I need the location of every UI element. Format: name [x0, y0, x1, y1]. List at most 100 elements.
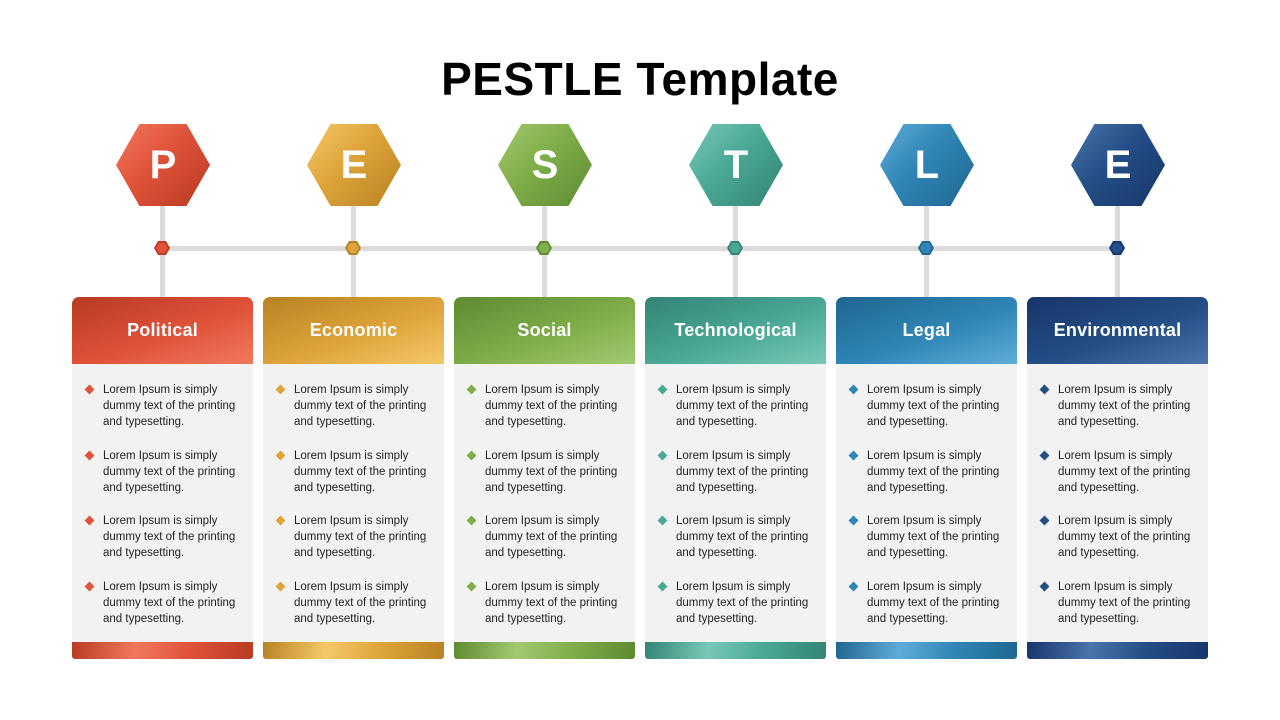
- timeline-node-fill: [1111, 243, 1123, 253]
- diamond-bullet-icon: [275, 515, 286, 526]
- diamond-bullet-icon: [848, 450, 859, 461]
- hexagon-icon: P: [116, 124, 210, 206]
- bullet-text: Lorem Ipsum is simply dummy text of the …: [867, 450, 1000, 494]
- diamond-bullet-icon: [84, 581, 95, 592]
- bullet-text: Lorem Ipsum is simply dummy text of the …: [485, 450, 618, 494]
- factor-card: Political Lorem Ipsum is simply dummy te…: [72, 297, 253, 659]
- bullet-text: Lorem Ipsum is simply dummy text of the …: [1058, 384, 1191, 428]
- pestle-column-legal: L Legal Lorem Ipsum is simply dummy text…: [836, 0, 1017, 720]
- bullet-text: Lorem Ipsum is simply dummy text of the …: [867, 581, 1000, 625]
- factor-card: Social Lorem Ipsum is simply dummy text …: [454, 297, 635, 659]
- hexagon-letter: L: [914, 142, 940, 187]
- diamond-bullet-icon: [466, 450, 477, 461]
- bullet-text: Lorem Ipsum is simply dummy text of the …: [103, 515, 236, 559]
- card-title: Political: [127, 320, 198, 340]
- bullet-text: Lorem Ipsum is simply dummy text of the …: [676, 450, 809, 494]
- card-header: Environmental: [1027, 297, 1208, 364]
- diamond-bullet-icon: [275, 384, 286, 395]
- bullet-text: Lorem Ipsum is simply dummy text of the …: [867, 384, 1000, 428]
- hexagon-icon: T: [689, 124, 783, 206]
- diamond-bullet-icon: [466, 515, 477, 526]
- timeline-node: [1109, 241, 1125, 255]
- diamond-bullet-icon: [84, 450, 95, 461]
- card-footer-bar: [1027, 642, 1208, 659]
- card-title: Technological: [674, 320, 797, 340]
- bullet-text: Lorem Ipsum is simply dummy text of the …: [1058, 515, 1191, 559]
- pestle-column-environmental: E Environmental Lorem Ipsum is simply du…: [1027, 0, 1208, 720]
- bullet-text: Lorem Ipsum is simply dummy text of the …: [676, 581, 809, 625]
- timeline-node-fill: [538, 243, 550, 253]
- bullet-text: Lorem Ipsum is simply dummy text of the …: [1058, 581, 1191, 625]
- diamond-bullet-icon: [848, 384, 859, 395]
- diamond-bullet-icon: [848, 581, 859, 592]
- diamond-bullet-icon: [848, 515, 859, 526]
- card-title: Social: [517, 320, 572, 340]
- connector-lower: [733, 251, 738, 297]
- connector-lower: [542, 251, 547, 297]
- connector-lower: [160, 251, 165, 297]
- timeline-node-fill: [156, 243, 168, 253]
- bullet-text: Lorem Ipsum is simply dummy text of the …: [103, 384, 236, 428]
- pestle-column-social: S Social Lorem Ipsum is simply dummy tex…: [454, 0, 635, 720]
- diamond-bullet-icon: [657, 581, 668, 592]
- diamond-bullet-icon: [657, 515, 668, 526]
- timeline-node: [536, 241, 552, 255]
- card-footer-bar: [836, 642, 1017, 659]
- diamond-bullet-icon: [1039, 515, 1050, 526]
- connector-lower: [1115, 251, 1120, 297]
- diamond-bullet-icon: [84, 515, 95, 526]
- hexagon-letter: S: [531, 142, 559, 187]
- card-header: Political: [72, 297, 253, 364]
- timeline-node-fill: [729, 243, 741, 253]
- bullet-text: Lorem Ipsum is simply dummy text of the …: [294, 450, 427, 494]
- card-header: Economic: [263, 297, 444, 364]
- card-title: Legal: [902, 320, 951, 340]
- bullet-text: Lorem Ipsum is simply dummy text of the …: [294, 384, 427, 428]
- hexagon-letter: E: [340, 142, 368, 187]
- connector-lower: [351, 251, 356, 297]
- diamond-bullet-icon: [275, 581, 286, 592]
- diamond-bullet-icon: [1039, 384, 1050, 395]
- factor-card: Legal Lorem Ipsum is simply dummy text o…: [836, 297, 1017, 659]
- hexagon-icon: S: [498, 124, 592, 206]
- bullet-text: Lorem Ipsum is simply dummy text of the …: [103, 581, 236, 625]
- connector-upper: [733, 206, 738, 246]
- bullet-text: Lorem Ipsum is simply dummy text of the …: [294, 581, 427, 625]
- diamond-bullet-icon: [657, 384, 668, 395]
- bullet-text: Lorem Ipsum is simply dummy text of the …: [485, 581, 618, 625]
- timeline-node-fill: [347, 243, 359, 253]
- diamond-bullet-icon: [466, 384, 477, 395]
- timeline-node: [727, 241, 743, 255]
- bullet-text: Lorem Ipsum is simply dummy text of the …: [485, 384, 618, 428]
- diamond-bullet-icon: [1039, 450, 1050, 461]
- hexagon-icon: E: [307, 124, 401, 206]
- pestle-column-political: P Political Lorem Ipsum is simply dummy …: [72, 0, 253, 720]
- timeline-line: [160, 246, 1120, 251]
- timeline-node-fill: [920, 243, 932, 253]
- factor-card: Economic Lorem Ipsum is simply dummy tex…: [263, 297, 444, 659]
- connector-upper: [351, 206, 356, 246]
- card-footer-bar: [454, 642, 635, 659]
- card-footer-bar: [645, 642, 826, 659]
- hexagon-icon: L: [880, 124, 974, 206]
- pestle-column-technological: T Technological Lorem Ipsum is simply du…: [645, 0, 826, 720]
- connector-upper: [542, 206, 547, 246]
- connector-upper: [160, 206, 165, 246]
- diamond-bullet-icon: [466, 581, 477, 592]
- timeline-node: [345, 241, 361, 255]
- diamond-bullet-icon: [657, 450, 668, 461]
- card-header: Legal: [836, 297, 1017, 364]
- diamond-bullet-icon: [275, 450, 286, 461]
- hexagon-letter: E: [1104, 142, 1132, 187]
- card-header: Social: [454, 297, 635, 364]
- connector-upper: [924, 206, 929, 246]
- factor-card: Technological Lorem Ipsum is simply dumm…: [645, 297, 826, 659]
- timeline-node: [918, 241, 934, 255]
- hexagon-icon: E: [1071, 124, 1165, 206]
- bullet-text: Lorem Ipsum is simply dummy text of the …: [294, 515, 427, 559]
- card-header: Technological: [645, 297, 826, 364]
- diamond-bullet-icon: [1039, 581, 1050, 592]
- hexagon-letter: T: [723, 142, 749, 187]
- bullet-text: Lorem Ipsum is simply dummy text of the …: [676, 384, 809, 428]
- card-footer-bar: [72, 642, 253, 659]
